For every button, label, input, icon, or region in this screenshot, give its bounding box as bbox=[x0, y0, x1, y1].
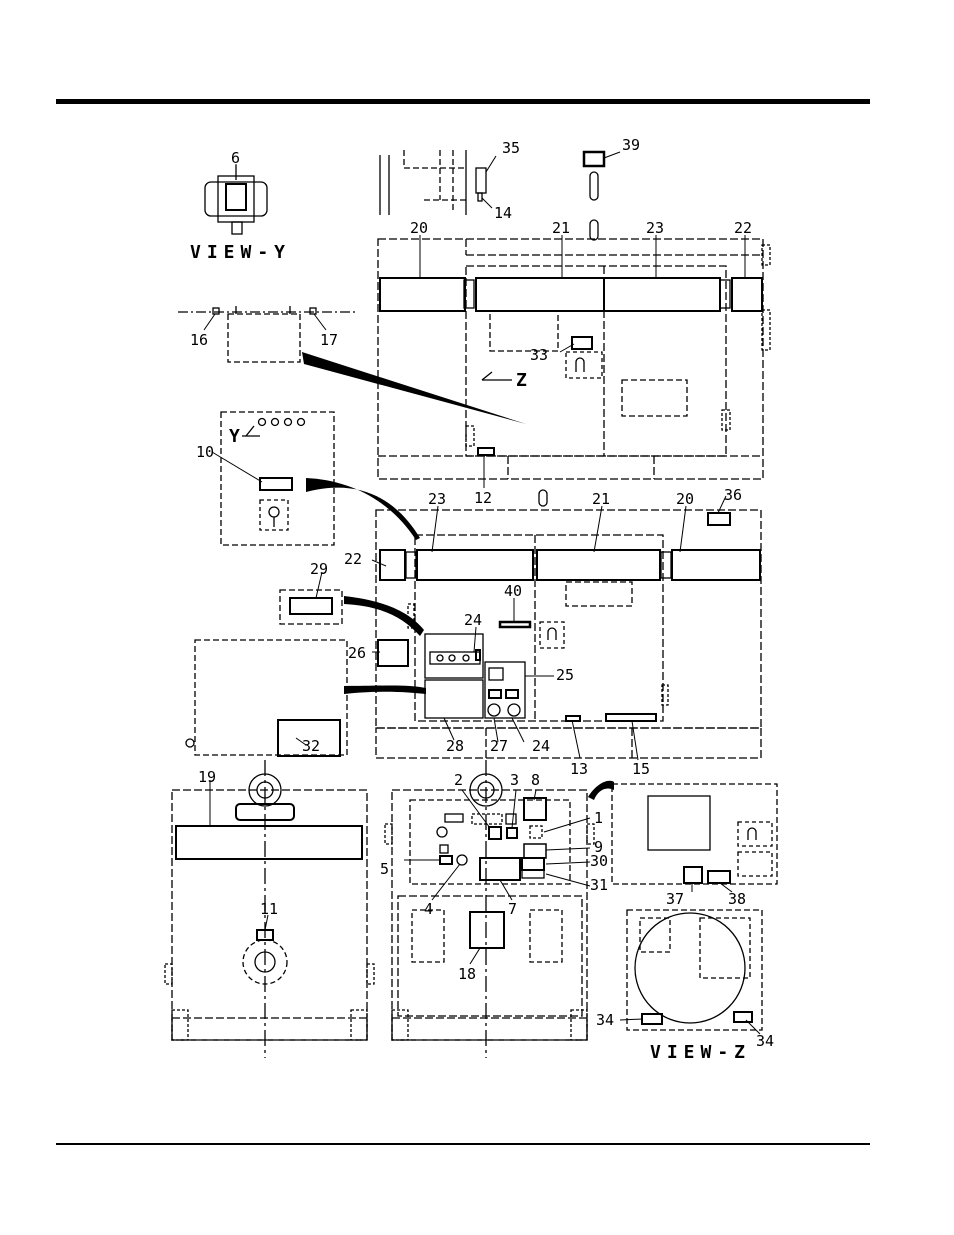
side-view-upper bbox=[378, 239, 770, 479]
view-z-title: VIEW-Z bbox=[650, 1042, 751, 1063]
callout-6: 6 bbox=[231, 149, 240, 167]
callout-28: 28 bbox=[446, 737, 464, 755]
callout-40: 40 bbox=[504, 582, 522, 600]
callout-11: 11 bbox=[260, 900, 278, 918]
callout-14: 14 bbox=[494, 204, 512, 222]
callout-27: 27 bbox=[490, 737, 508, 755]
callout-16: 16 bbox=[190, 331, 208, 349]
callout-23-lower: 23 bbox=[428, 490, 446, 508]
callout-20-lower: 20 bbox=[676, 490, 694, 508]
callout-29: 29 bbox=[310, 560, 328, 578]
callout-12: 12 bbox=[474, 489, 492, 507]
callout-24-upper: 24 bbox=[464, 611, 482, 629]
callout-35: 35 bbox=[502, 139, 520, 157]
callout-24-lower: 24 bbox=[532, 737, 550, 755]
view-z-arrow-label: Z bbox=[516, 370, 533, 391]
callout-13: 13 bbox=[570, 760, 588, 778]
bottom-rule bbox=[56, 1143, 870, 1145]
callout-21-lower: 21 bbox=[592, 490, 610, 508]
callout-18: 18 bbox=[458, 965, 476, 983]
callout-25: 25 bbox=[556, 666, 574, 684]
callout-33: 33 bbox=[530, 346, 548, 364]
callout-39: 39 bbox=[622, 136, 640, 154]
callout-38: 38 bbox=[728, 890, 746, 908]
callout-36: 36 bbox=[724, 486, 742, 504]
side-view-lower bbox=[376, 490, 761, 758]
callout-34-right: 34 bbox=[756, 1032, 774, 1050]
callout-15: 15 bbox=[632, 760, 650, 778]
callout-34-left: 34 bbox=[596, 1011, 614, 1029]
callout-1: 1 bbox=[594, 809, 603, 827]
callout-8: 8 bbox=[531, 771, 540, 789]
callout-4: 4 bbox=[424, 900, 433, 918]
detail-29 bbox=[280, 590, 342, 624]
top-partial-outline bbox=[380, 150, 486, 215]
callout-22-lower: 22 bbox=[344, 550, 362, 568]
view-y-title: VIEW-Y bbox=[190, 242, 291, 263]
callout-23-upper: 23 bbox=[646, 219, 664, 237]
callout-5: 5 bbox=[380, 860, 389, 878]
callout-32: 32 bbox=[302, 737, 320, 755]
callout-26: 26 bbox=[348, 644, 366, 662]
callout-30: 30 bbox=[590, 852, 608, 870]
top-marker-39 bbox=[584, 152, 604, 240]
callout-17: 17 bbox=[320, 331, 338, 349]
callout-10: 10 bbox=[196, 443, 214, 461]
callout-7: 7 bbox=[508, 900, 517, 918]
callout-37: 37 bbox=[666, 890, 684, 908]
view-z-detail bbox=[627, 910, 762, 1030]
callout-21-upper: 21 bbox=[552, 219, 570, 237]
top-rule bbox=[56, 99, 870, 104]
callout-3: 3 bbox=[510, 771, 519, 789]
callout-20-upper: 20 bbox=[410, 219, 428, 237]
callout-31: 31 bbox=[590, 876, 608, 894]
view-y-arrow-label: Y bbox=[229, 426, 246, 447]
wedge-leaders bbox=[302, 352, 614, 800]
view-z-arrow bbox=[482, 372, 512, 380]
detail-37-38 bbox=[612, 784, 777, 884]
end-view-control-panel bbox=[385, 760, 594, 1058]
cover-detail-32 bbox=[186, 640, 347, 756]
callout-19: 19 bbox=[198, 768, 216, 786]
callout-2: 2 bbox=[454, 771, 463, 789]
callout-22-upper: 22 bbox=[734, 219, 752, 237]
